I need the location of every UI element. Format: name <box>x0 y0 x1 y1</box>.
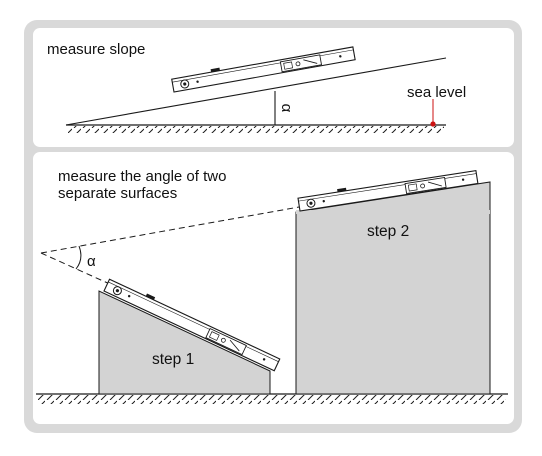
top-panel <box>33 28 514 147</box>
bottom-ground <box>36 393 508 404</box>
step1-block <box>98 290 271 395</box>
sea-level-marker <box>430 121 436 127</box>
top-ground <box>66 124 446 133</box>
step1-label: step 1 <box>152 351 194 368</box>
bottom-angle-symbol: α <box>87 253 96 270</box>
bottom-panel-title-line2: separate surfaces <box>58 185 177 202</box>
angle-arc <box>75 245 82 270</box>
dashed-line-step2 <box>40 206 300 254</box>
dashed-line-step1 <box>40 252 113 286</box>
sea-level-label: sea level <box>407 84 466 101</box>
spirit-level-top <box>171 46 356 93</box>
top-panel-title: measure slope <box>47 41 145 58</box>
step2-label: step 2 <box>367 223 409 240</box>
bottom-panel-title-line1: measure the angle of two <box>58 168 226 185</box>
top-angle-symbol: α <box>278 104 295 113</box>
step2-block <box>295 181 491 395</box>
spirit-level-step2 <box>297 169 479 212</box>
spirit-level-step1 <box>103 278 281 372</box>
slope-line <box>65 57 447 126</box>
